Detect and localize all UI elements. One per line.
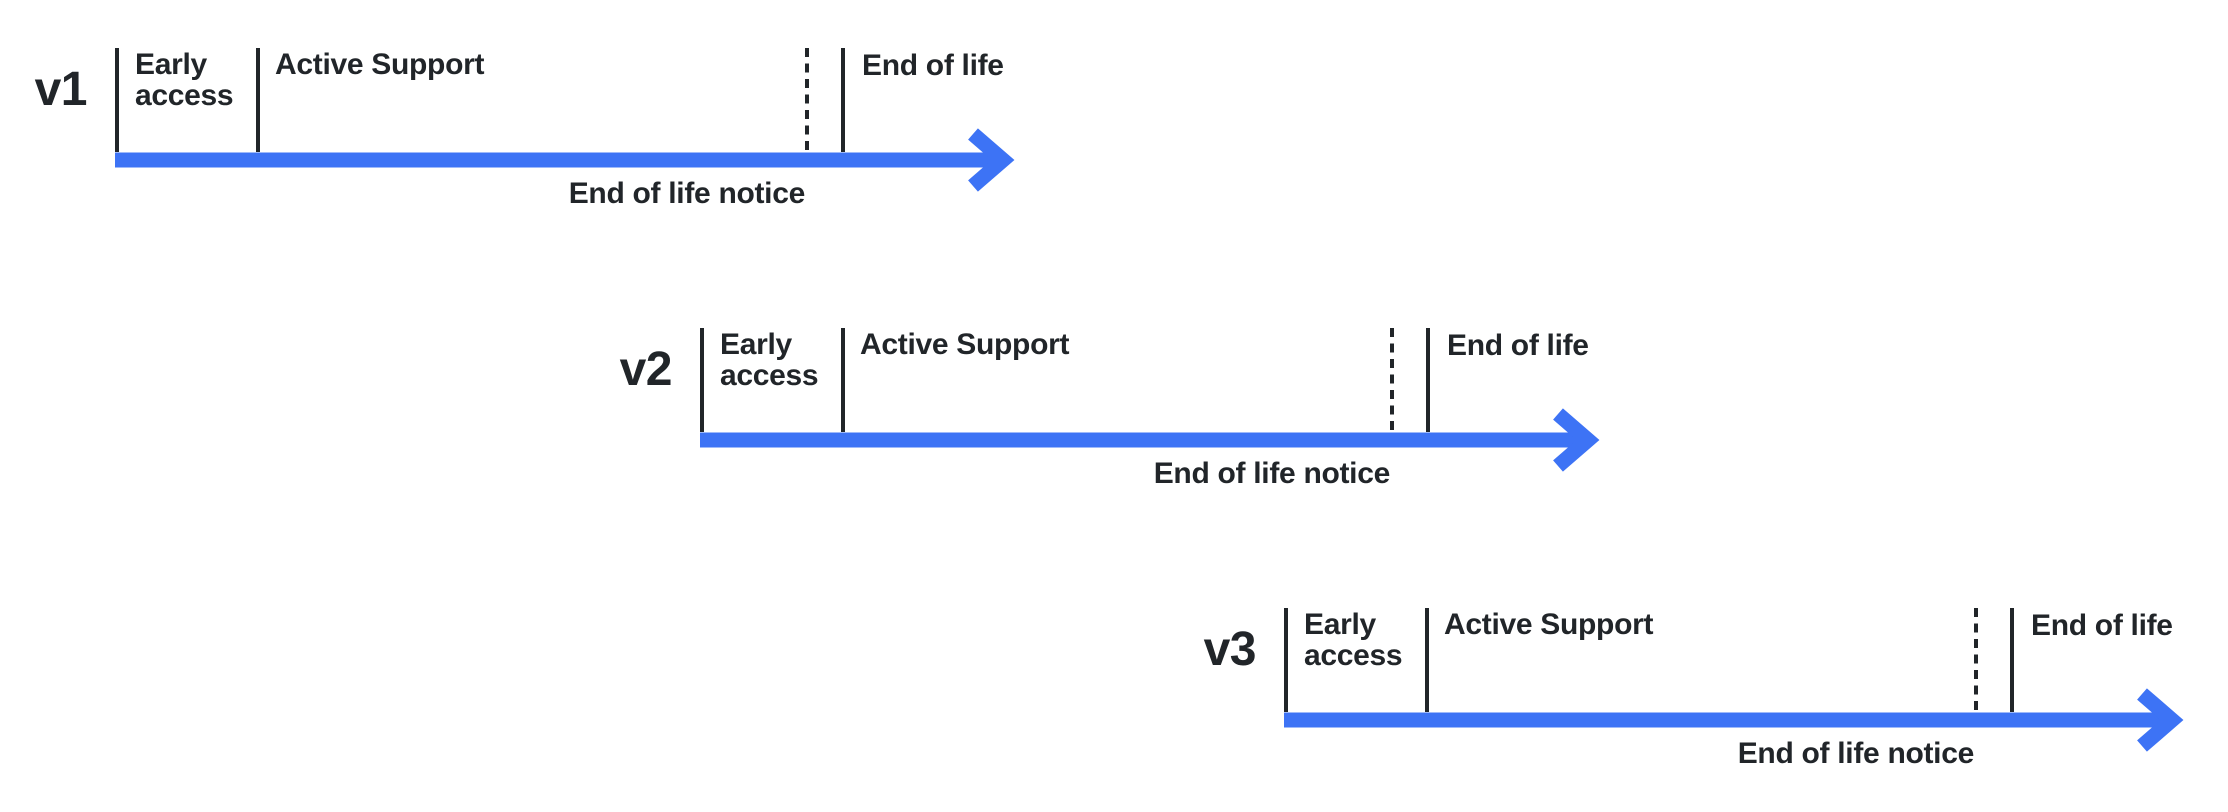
- end-of-life-label: End of life: [1447, 329, 1589, 362]
- timeline-row-v2: v2 Early access Active Support End of li…: [620, 328, 1622, 558]
- timeline-graphic-v3: [1284, 608, 2184, 752]
- timeline-graphic-v1: [115, 48, 1015, 192]
- end-of-life-notice-label: End of life notice: [1153, 457, 1391, 490]
- timeline-row-v1: v1 Early access Active Support End of li…: [35, 48, 1037, 278]
- timeline-arrow-head: [968, 128, 1015, 192]
- version-label: v3: [1203, 623, 1257, 676]
- timeline-arrow-head: [2137, 688, 2184, 752]
- end-of-life-label: End of life: [862, 49, 1004, 82]
- early-access-label: Early access: [720, 328, 819, 392]
- active-support-label: Active Support: [275, 48, 485, 81]
- timeline-arrow-head: [1553, 408, 1600, 472]
- active-support-label: Active Support: [1444, 608, 1654, 641]
- version-label: v2: [619, 343, 673, 396]
- end-of-life-notice-label: End of life notice: [568, 177, 806, 210]
- end-of-life-label: End of life: [2031, 609, 2173, 642]
- version-label: v1: [34, 63, 88, 116]
- active-support-label: Active Support: [860, 328, 1070, 361]
- timeline-row-v3: v3 Early access Active Support End of li…: [1204, 608, 2206, 812]
- early-access-label: Early access: [135, 48, 234, 112]
- early-access-label: Early access: [1304, 608, 1403, 672]
- timeline-graphic-v2: [700, 328, 1600, 472]
- end-of-life-notice-label: End of life notice: [1737, 737, 1975, 770]
